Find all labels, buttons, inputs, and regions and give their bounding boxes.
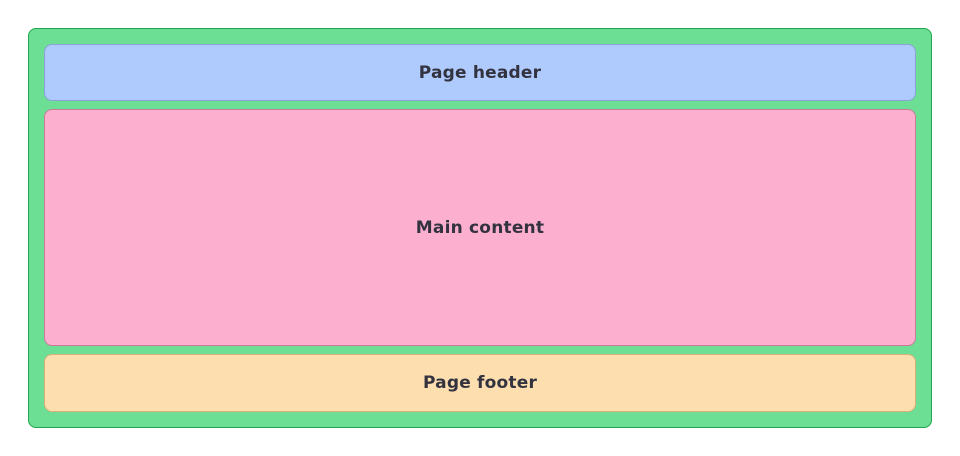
page-header-label: Page header (418, 62, 542, 83)
page-layout-container: Page header Main content Page footer (28, 28, 932, 428)
main-content-label: Main content (415, 217, 545, 238)
page-footer-label: Page footer (422, 373, 538, 393)
page-header-region: Page header (44, 44, 916, 101)
main-content-region: Main content (44, 109, 916, 346)
page-footer-region: Page footer (44, 354, 916, 412)
